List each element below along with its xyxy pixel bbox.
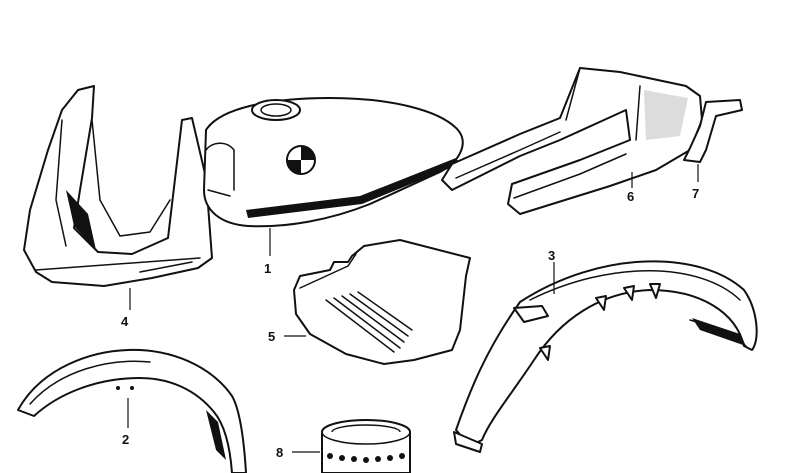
part-7-tail-clip bbox=[683, 99, 743, 182]
callout-1: 1 bbox=[264, 261, 271, 276]
callout-2: 2 bbox=[122, 432, 129, 447]
callout-4: 4 bbox=[121, 314, 129, 329]
part-2-front-mudguard bbox=[17, 348, 247, 473]
callout-8: 8 bbox=[276, 445, 283, 460]
callout-5: 5 bbox=[268, 329, 275, 344]
container-dot-band bbox=[327, 453, 405, 463]
part-6-tail-unit bbox=[441, 67, 703, 215]
callout-7: 7 bbox=[692, 186, 699, 201]
part-1-fuel-tank bbox=[203, 97, 464, 256]
part-8-container bbox=[292, 419, 411, 473]
part-4-fairing bbox=[23, 85, 213, 310]
callout-6: 6 bbox=[627, 189, 634, 204]
part-3-rear-mudguard bbox=[453, 260, 758, 453]
callout-3: 3 bbox=[548, 248, 555, 263]
side-cover-vent-lines bbox=[325, 291, 413, 353]
part-5-side-cover bbox=[284, 239, 471, 365]
